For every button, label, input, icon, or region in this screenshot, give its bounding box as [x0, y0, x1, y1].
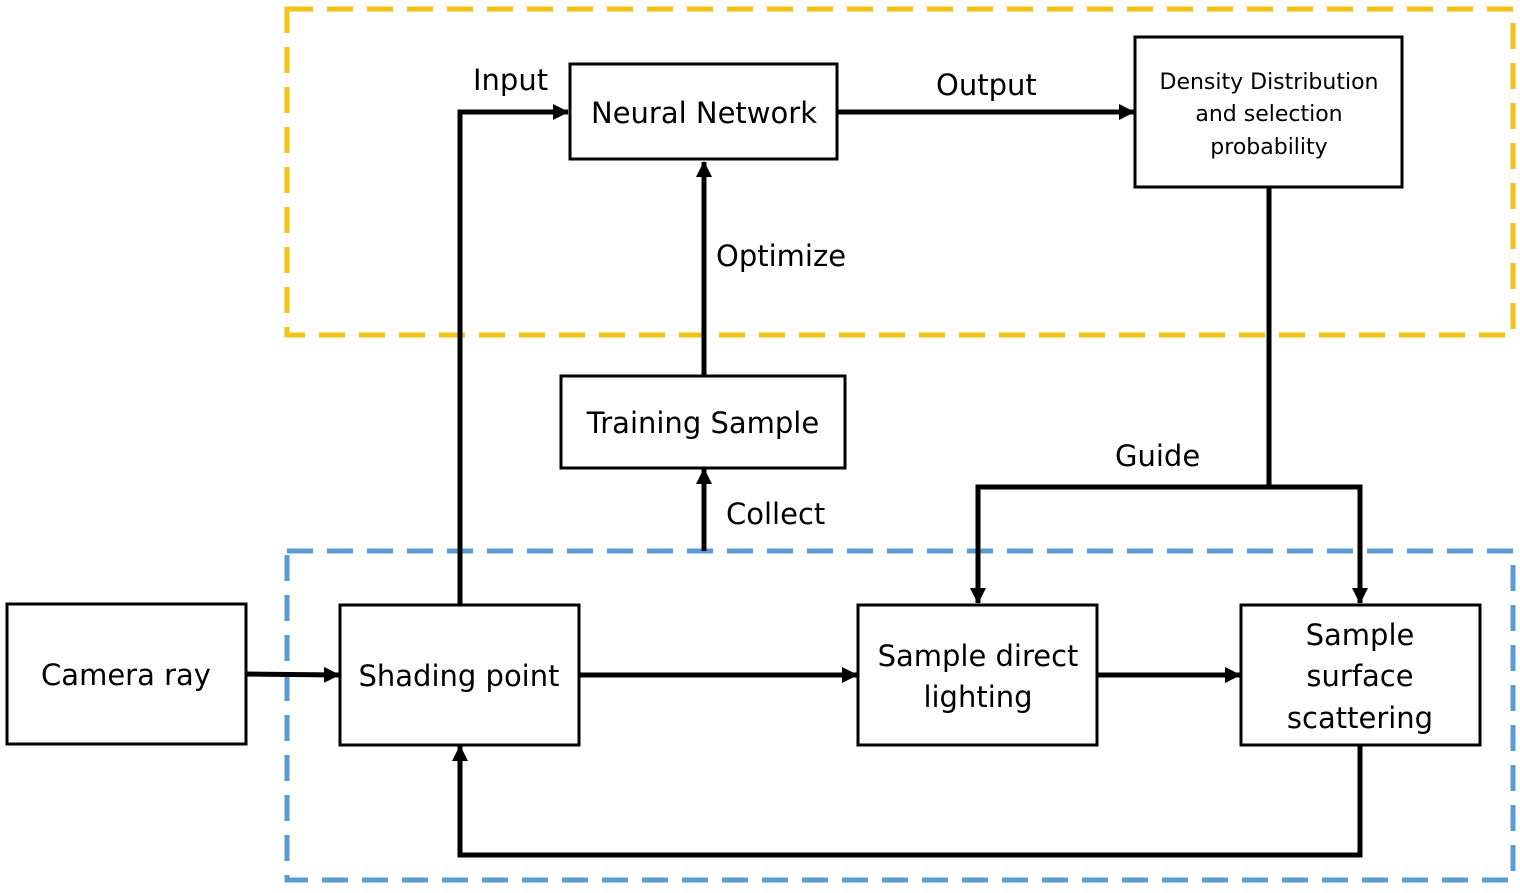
node-density-distribution-line-1: Density Distribution — [1160, 70, 1379, 95]
node-density-distribution-line-3: probability — [1210, 135, 1327, 160]
edge-guide-surface-scattering — [1269, 484, 1368, 604]
edge-label-guide: Guide — [1115, 439, 1200, 473]
edge-input — [457, 104, 569, 604]
node-sample-surface-scattering-line-3: scattering — [1287, 701, 1433, 735]
node-sample-direct-lighting-line-2: lighting — [923, 680, 1032, 714]
node-shading-point: Shading point — [338, 603, 581, 747]
node-sample-direct-lighting-line-1: Sample direct — [878, 639, 1079, 673]
node-density-distribution: Density Distribution and selection proba… — [1133, 35, 1404, 189]
node-neural-network: Neural Network — [568, 62, 839, 161]
node-training-sample-label: Training Sample — [586, 406, 819, 440]
edge-guide-direct-lighting — [970, 484, 1269, 604]
edge-label-collect: Collect — [726, 497, 825, 531]
node-shading-point-label: Shading point — [359, 659, 560, 693]
edge-label-output: Output — [936, 68, 1037, 102]
node-sample-surface-scattering-line-1: Sample — [1306, 618, 1415, 652]
node-sample-surface-scattering: Sample surface scattering — [1239, 603, 1482, 747]
node-density-distribution-line-2: and selection — [1195, 102, 1342, 127]
node-camera-ray: Camera ray — [5, 602, 248, 746]
node-training-sample: Training Sample — [559, 374, 847, 470]
neural-region-border — [284, 6, 1516, 338]
edge-label-input: Input — [473, 63, 548, 97]
node-sample-surface-scattering-line-2: surface — [1306, 659, 1413, 693]
node-sample-direct-lighting: Sample direct lighting — [856, 603, 1099, 747]
node-camera-ray-label: Camera ray — [41, 658, 211, 692]
node-neural-network-label: Neural Network — [591, 96, 817, 130]
edge-label-optimize: Optimize — [716, 239, 846, 273]
render-region-border — [284, 548, 1516, 883]
edge-scattering-loop-back — [452, 745, 1363, 858]
edge-camera-to-shading — [245, 666, 340, 683]
